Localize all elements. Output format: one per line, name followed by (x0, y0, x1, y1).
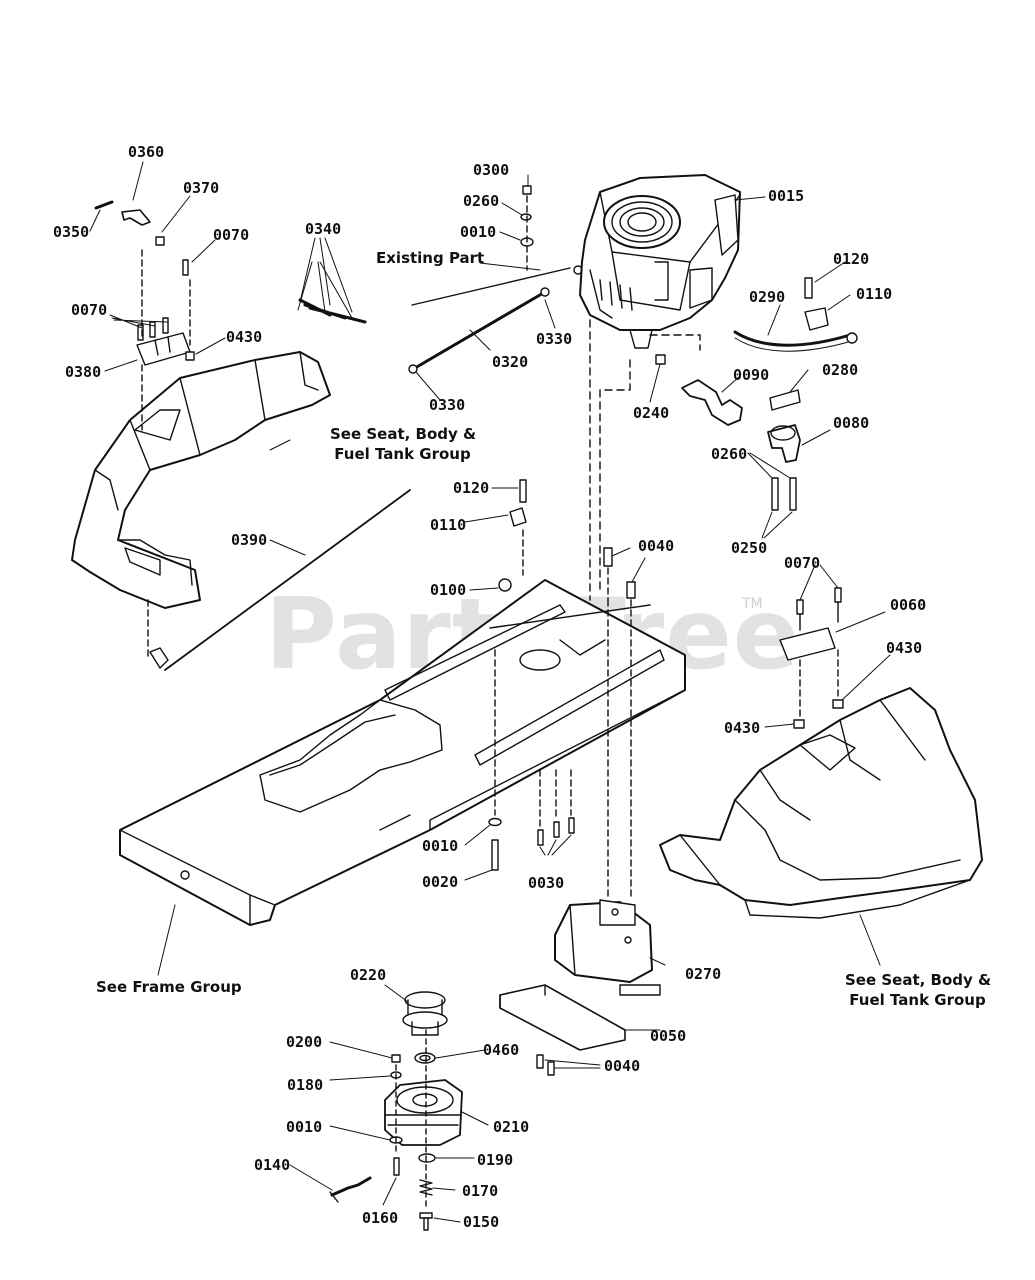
clutch-assembly (384, 991, 463, 1231)
callout-0150: 0150 (463, 1213, 500, 1231)
callout-0060: 0060 (890, 596, 927, 614)
callout-0370: 0370 (183, 179, 220, 197)
callout-0270: 0270 (685, 965, 722, 983)
callout-0140: 0140 (254, 1156, 291, 1174)
right-body-panel (659, 687, 983, 919)
callout-0210: 0210 (493, 1118, 530, 1136)
callout-0350: 0350 (53, 223, 90, 241)
callout-0040-upper: 0040 (638, 537, 675, 555)
callout-0380: 0380 (65, 363, 102, 381)
callout-0390: 0390 (231, 531, 268, 549)
callout-0120-center: 0120 (453, 479, 490, 497)
callout-0080: 0080 (833, 414, 870, 432)
callout-0010-top: 0010 (460, 223, 497, 241)
callout-0460: 0460 (483, 1041, 520, 1059)
trademark-symbol: TM (742, 596, 763, 612)
callout-0360: 0360 (128, 143, 165, 161)
see-seat-body-right-line2: Fuel Tank Group (849, 991, 986, 1009)
callout-0290: 0290 (749, 288, 786, 306)
rod-0320 (413, 290, 547, 370)
callout-0280: 0280 (822, 361, 859, 379)
callout-0100: 0100 (430, 581, 467, 599)
callout-0330-right: 0330 (536, 330, 573, 348)
callout-0340: 0340 (305, 220, 342, 238)
callout-0430-left: 0430 (226, 328, 263, 346)
existing-part-note: Existing Part (376, 249, 485, 267)
callout-0320: 0320 (492, 353, 529, 371)
callout-0170: 0170 (462, 1182, 499, 1200)
callout-0430-right-upper: 0430 (886, 639, 923, 657)
callout-0015: 0015 (768, 187, 805, 205)
callout-0040-lower: 0040 (604, 1057, 641, 1075)
callout-0430-right-lower: 0430 (724, 719, 761, 737)
callout-0200: 0200 (286, 1033, 323, 1051)
callout-0190: 0190 (477, 1151, 514, 1169)
callout-0010-clutch: 0010 (286, 1118, 323, 1136)
engine-drawing (573, 174, 741, 349)
callout-0070-left: 0070 (71, 301, 108, 319)
callout-0260-right: 0260 (711, 445, 748, 463)
see-seat-body-left-line1: See Seat, Body & (330, 425, 477, 443)
callout-0250: 0250 (731, 539, 768, 557)
callout-0180: 0180 (287, 1076, 324, 1094)
callout-0260-top: 0260 (463, 192, 500, 210)
callout-0070-right: 0070 (784, 554, 821, 572)
callout-0220: 0220 (350, 966, 387, 984)
callout-0020: 0020 (422, 873, 459, 891)
callout-0120-right: 0120 (833, 250, 870, 268)
callout-0300: 0300 (473, 161, 510, 179)
see-frame-group-note: See Frame Group (96, 978, 242, 996)
see-seat-body-note-right: See Seat, Body & Fuel Tank Group (845, 970, 992, 1010)
callout-0160: 0160 (362, 1209, 399, 1227)
main-frame (119, 578, 686, 926)
callout-0010-frame: 0010 (422, 837, 459, 855)
see-seat-body-right-line1: See Seat, Body & (845, 971, 992, 989)
see-seat-body-left-line2: Fuel Tank Group (334, 445, 471, 463)
callout-0110-right: 0110 (856, 285, 893, 303)
callout-0050: 0050 (650, 1027, 687, 1045)
callout-0030: 0030 (528, 874, 565, 892)
see-seat-body-note-left: See Seat, Body & Fuel Tank Group (330, 424, 477, 464)
callout-0240: 0240 (633, 404, 670, 422)
callout-0110-center: 0110 (430, 516, 467, 534)
existing-part-rod (411, 267, 571, 306)
left-body-panel (71, 351, 331, 609)
callout-0330-left: 0330 (429, 396, 466, 414)
callout-0070-top: 0070 (213, 226, 250, 244)
callout-0090: 0090 (733, 366, 770, 384)
